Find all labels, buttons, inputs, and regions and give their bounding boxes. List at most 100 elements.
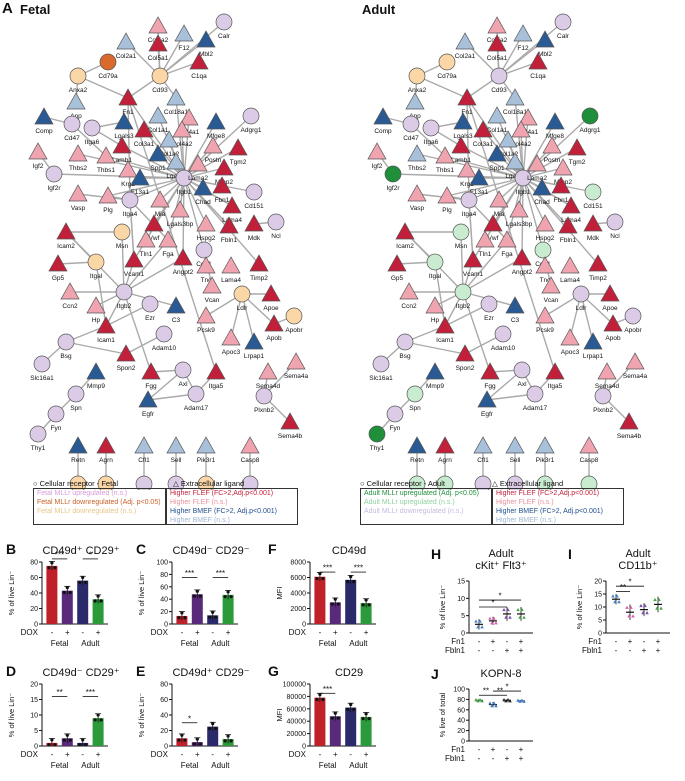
fetal-node-label: Cd93 [152,87,168,94]
fetal-ligand-node [112,136,132,154]
x-row-label: Fbln1 [445,646,466,655]
y-tick-label: 2000 [290,606,306,613]
fetal-node-label: Mdk [248,235,261,242]
fetal-node-label: Tnc [201,277,213,284]
panel-label: J [431,666,439,682]
fetal-ligand-node [174,24,194,42]
adult-node-label: Mbl2 [538,51,552,58]
fetal-node-label: Calr [218,33,231,40]
fetal-edge [127,97,217,373]
fetal-edge [53,173,185,179]
adult-edge [468,199,508,241]
data-point [641,611,645,615]
y-tick-label: 20 [594,579,602,586]
adult-ligand-node [603,314,623,332]
adult-ligand-node [535,30,555,48]
fetal-node-label: Fbln1 [221,237,238,244]
fetal-node-label: Hp [92,317,101,324]
y-axis-label: % of live Lin⁻ [575,585,584,629]
adult-receptor-node [406,385,424,403]
data-point [367,603,371,607]
y-axis-label: % of live Lin⁻ [137,693,146,737]
x-group-label: Adult [211,761,230,770]
data-point [208,615,212,619]
adult-receptor-node [514,169,532,187]
fetal-node-label: Adam10 [152,345,177,352]
chart-title: CD49d⁺ CD29⁺ [42,545,119,557]
x-sign-label: - [51,628,54,637]
adult-receptor-node [490,67,508,85]
panel-label: E [136,663,145,679]
adult-ligand-node [583,332,603,350]
adult-node-label: Icam1 [436,337,454,344]
fetal-edge [123,257,184,293]
fetal-receptor-node [121,191,139,209]
fetal-ligand-node [141,362,161,380]
chart-title: CD49d⁺ CD29⁻ [172,667,249,679]
data-point [518,615,522,619]
fetal-legend-ligand-header: △ Extracellular ligand [173,479,245,488]
y-tick-label: 20 [30,682,38,689]
fetal-node-label: Col2a1 [116,53,137,60]
fetal-ligand-node [148,106,168,124]
fetal-ligand-node [114,112,134,130]
fetal-node-label: Tgm2 [230,159,247,166]
fetal-ligand-node [166,152,186,170]
chart-title: cKit⁺ Flt3⁺ [475,560,527,572]
adult-ligand-node [505,88,525,106]
adult-ligand-node [558,216,578,234]
fetal-edge [123,239,169,293]
data-point [226,590,230,594]
data-point [645,611,649,615]
adult-node-label: Spon2 [456,365,475,372]
x-group-label: Fetal [181,639,199,648]
fetal-ligand-node [219,216,239,234]
fetal-ligand-node [244,332,264,350]
fetal-ligand-node [244,214,264,232]
fetal-receptor-node [33,355,51,373]
adult-ligand-node [588,254,608,272]
fetal-receptor-node [242,107,260,125]
data-point [504,615,508,619]
adult-receptor-node [402,115,420,133]
fetal-ligand-node [214,158,234,176]
x-sign-label: + [333,628,338,637]
data-point [516,607,520,612]
data-point [349,702,353,707]
data-point [352,580,356,584]
fetal-node-label: Sema4d [256,383,281,390]
data-point [192,594,196,598]
fetal-ligand-node [28,142,48,160]
x-sign-label: - [615,646,618,655]
adult-edge [522,147,578,179]
panel-label: F [268,541,277,557]
x-sign-label: + [656,646,661,655]
data-point [208,726,212,731]
data-point [476,625,480,629]
adult-edge [521,177,524,259]
adult-ligand-node [553,158,573,176]
adult-ligand-node [407,144,427,162]
fetal-node-label: Itgb1 [177,189,192,196]
y-tick-label: 10 [594,605,602,612]
adult-node-label: Fgg [484,383,496,390]
data-point [520,698,524,702]
x-sign-label: + [505,754,510,763]
adult-node-label: Apobr [624,327,642,334]
x-group-label: Fetal [319,639,337,648]
adult-node-label: Lamb1 [451,157,471,164]
data-point [508,699,512,703]
data-point [488,616,492,620]
fetal-ligand-node [166,436,186,454]
fetal-node-label: Chad [195,199,211,206]
fetal-ligand-node [116,32,136,50]
y-tick-label: 20 [30,606,38,613]
fetal-ligand-node [206,362,226,380]
y-tick-label: 80 [457,697,465,704]
adult-ligand-node [497,230,517,248]
x-sign-label: + [505,646,510,655]
adult-node-label: Cd151 [583,203,603,210]
data-point [229,739,233,743]
adult-receptor-node [422,119,440,137]
data-point [223,739,227,743]
